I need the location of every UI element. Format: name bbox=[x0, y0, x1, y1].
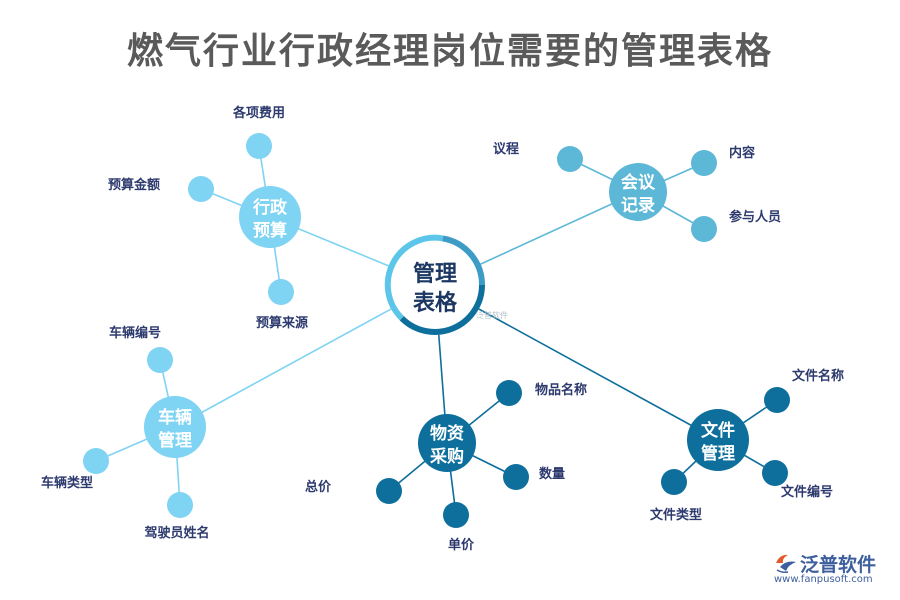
leaf-label-purchase-unit-price: 单价 bbox=[448, 537, 475, 553]
hub-node-budget bbox=[239, 186, 301, 248]
hub-label-vehicle-line1: 车辆 bbox=[158, 407, 192, 428]
brand-logo: 泛普软件 www.fanpusoft.com bbox=[770, 550, 890, 590]
leaf-node-purchase-item bbox=[496, 380, 522, 406]
hub-label-meeting-line1: 会议 bbox=[621, 172, 656, 193]
hub-label-purchase-line2: 采购 bbox=[429, 446, 464, 467]
leaf-node-file-type bbox=[661, 469, 687, 495]
leaf-label-vehicle-type: 车辆类型 bbox=[41, 475, 93, 491]
leaf-node-purchase-total bbox=[376, 478, 402, 504]
leaf-label-budget-fees: 各项费用 bbox=[232, 105, 285, 121]
hub-node-purchase bbox=[418, 414, 476, 472]
hub-node-file bbox=[687, 409, 749, 471]
hub-node-meeting bbox=[609, 163, 667, 221]
leaf-label-file-type: 文件类型 bbox=[650, 507, 702, 523]
leaf-node-file-name bbox=[764, 387, 790, 413]
hub-label-vehicle-line2: 管理 bbox=[158, 430, 192, 451]
trunk-line-file bbox=[434, 284, 719, 441]
hub-label-file-line1: 文件 bbox=[701, 420, 735, 441]
center-label-line2: 表格 bbox=[413, 290, 458, 316]
leaf-label-vehicle-number: 车辆编号 bbox=[109, 325, 161, 341]
page-title: 燃气行业行政经理岗位需要的管理表格 bbox=[126, 31, 773, 72]
hub-label-meeting-line2: 记录 bbox=[621, 196, 655, 216]
leaf-label-budget-source: 预算来源 bbox=[256, 315, 308, 331]
leaf-label-file-name: 文件名称 bbox=[792, 368, 844, 384]
brand-logo-text: 泛普软件 bbox=[800, 554, 877, 576]
leaf-node-vehicle-driver bbox=[167, 492, 193, 518]
leaf-label-file-number: 文件编号 bbox=[781, 484, 833, 500]
brand-logo-icon bbox=[776, 554, 796, 573]
leaf-node-vehicle-number bbox=[147, 347, 173, 373]
hub-label-budget-line2: 预算 bbox=[253, 220, 287, 241]
leaf-label-meeting-content: 内容 bbox=[729, 145, 755, 161]
leaf-label-meeting-attendees: 参与人员 bbox=[729, 209, 781, 225]
hub-node-vehicle bbox=[144, 396, 206, 458]
hub-label-budget-line1: 行政 bbox=[252, 197, 288, 218]
leaf-label-budget-amount: 预算金额 bbox=[108, 177, 160, 193]
leaf-label-purchase-quantity: 数量 bbox=[539, 466, 565, 482]
leaf-node-file-number bbox=[762, 460, 788, 486]
leaf-node-vehicle-type bbox=[83, 448, 109, 474]
leaf-label-meeting-agenda: 议程 bbox=[493, 141, 519, 157]
leaf-label-purchase-item: 物品名称 bbox=[535, 382, 587, 398]
hub-label-file-line2: 管理 bbox=[701, 443, 735, 464]
leaf-node-meeting-attendees bbox=[691, 216, 717, 242]
center-node bbox=[384, 234, 486, 335]
watermark-text: 泛普软件 bbox=[476, 310, 508, 320]
leaf-label-purchase-total: 总价 bbox=[305, 479, 332, 495]
brand-logo-url: www.fanpusoft.com bbox=[774, 574, 873, 585]
leaf-node-purchase-unit-price bbox=[443, 502, 469, 528]
center-label-line1: 管理 bbox=[413, 261, 457, 287]
leaf-node-budget-amount bbox=[188, 176, 214, 202]
leaf-label-vehicle-driver: 驾驶员姓名 bbox=[144, 525, 209, 541]
leaf-node-budget-source bbox=[268, 279, 294, 305]
leaf-node-meeting-agenda bbox=[557, 146, 583, 172]
leaf-node-purchase-quantity bbox=[503, 464, 529, 490]
leaf-node-meeting-content bbox=[691, 150, 717, 176]
hub-label-purchase-line1: 物资 bbox=[430, 423, 464, 444]
leaf-node-budget-fees bbox=[246, 133, 272, 159]
